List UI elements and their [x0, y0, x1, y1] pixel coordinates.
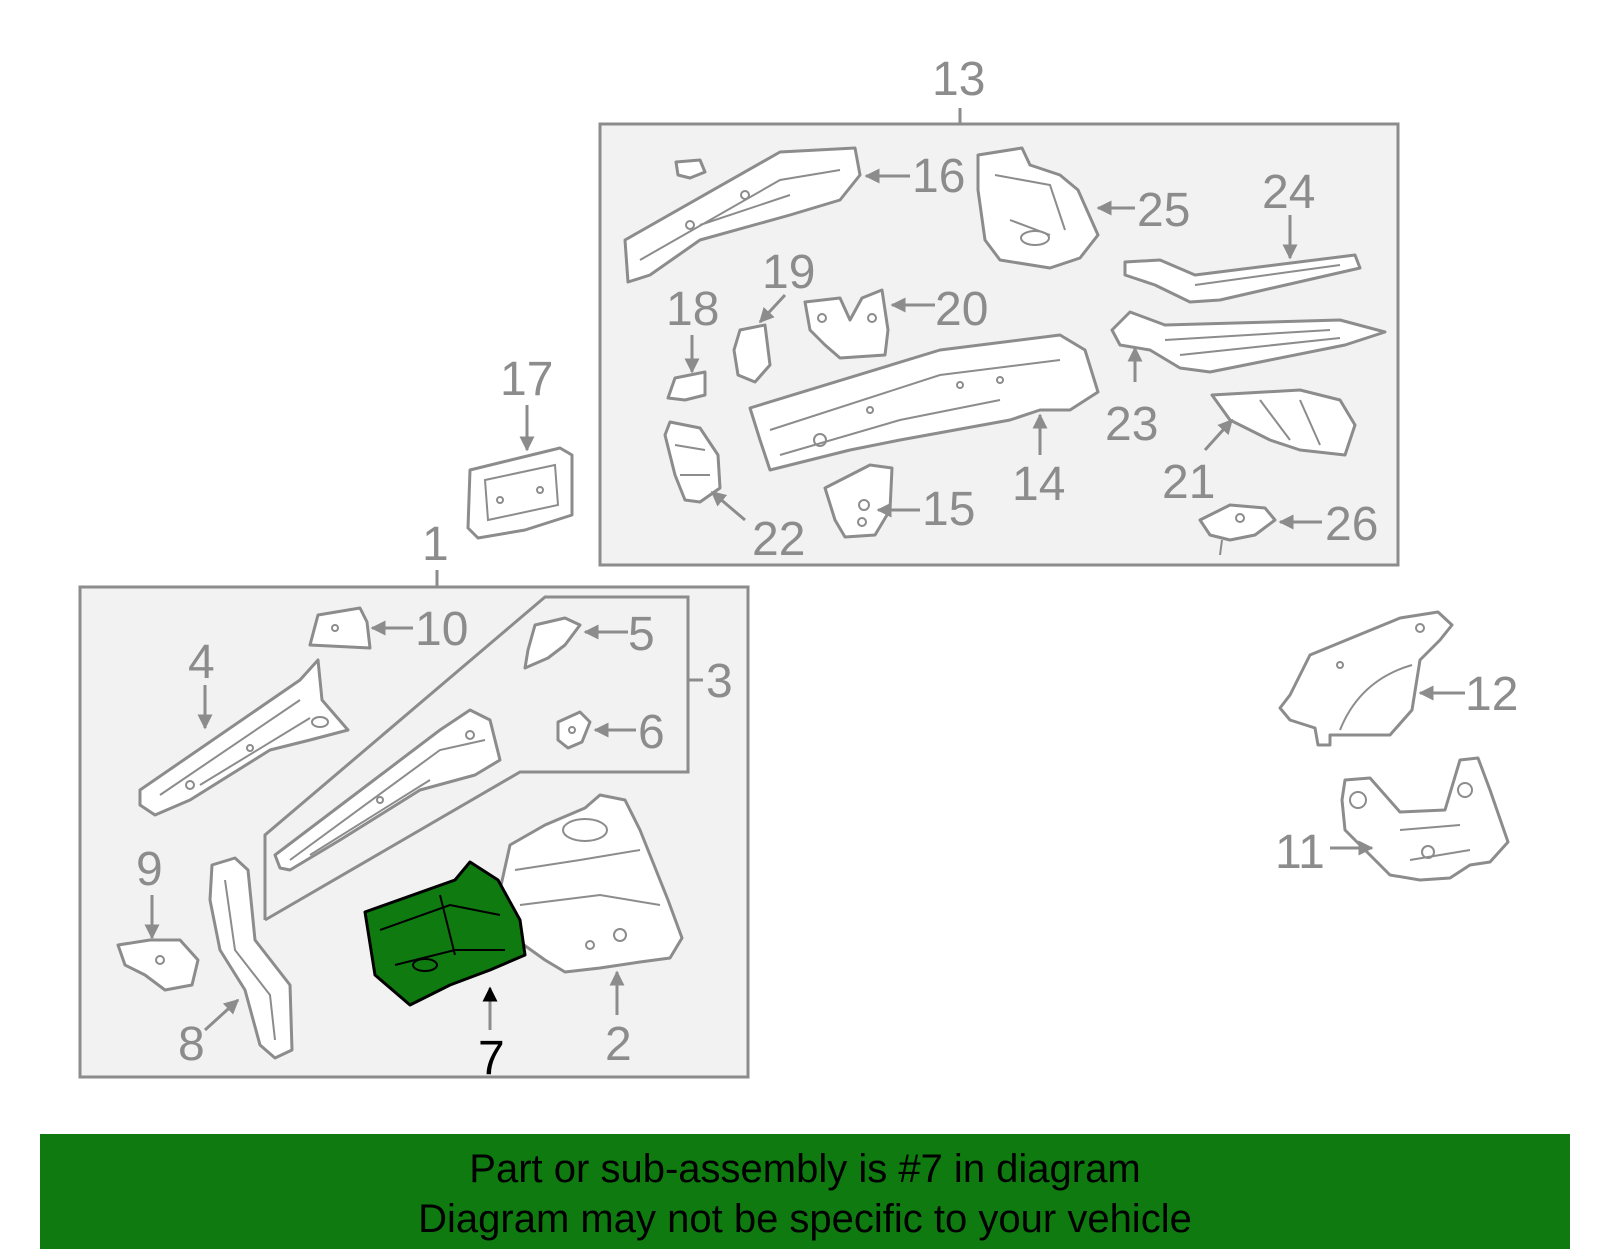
- callout-5: 5: [628, 608, 655, 661]
- part-15[interactable]: [823, 463, 894, 539]
- part-17[interactable]: [466, 446, 574, 540]
- part-2[interactable]: [498, 793, 684, 974]
- part-10[interactable]: [308, 606, 372, 650]
- callout-3: 3: [706, 655, 733, 708]
- part-4[interactable]: [138, 658, 350, 817]
- part-7-highlighted[interactable]: [363, 860, 527, 1007]
- part-6[interactable]: [556, 710, 592, 750]
- callout-11: 11: [1275, 826, 1325, 879]
- part-25[interactable]: [976, 146, 1100, 270]
- callout-12: 12: [1465, 668, 1518, 721]
- banner-line-1: Part or sub-assembly is #7 in diagram: [469, 1147, 1141, 1191]
- part-20[interactable]: [803, 288, 890, 360]
- callout-9: 9: [136, 843, 163, 896]
- callout-7: 7: [478, 1032, 505, 1085]
- part-3-member[interactable]: [273, 708, 502, 872]
- part-16[interactable]: [623, 146, 862, 284]
- callout-26: 26: [1325, 498, 1378, 551]
- callout-16: 16: [912, 150, 965, 203]
- callout-21: 21: [1162, 456, 1215, 509]
- callout-2: 2: [605, 1018, 632, 1071]
- callout-13: 13: [932, 53, 985, 106]
- part-8[interactable]: [208, 856, 294, 1060]
- callout-14: 14: [1012, 458, 1065, 511]
- banner-line-2: Diagram may not be specific to your vehi…: [418, 1197, 1192, 1241]
- callout-15: 15: [922, 483, 975, 536]
- part-11[interactable]: [1340, 756, 1510, 882]
- part-18[interactable]: [666, 370, 707, 402]
- callout-17: 17: [500, 353, 553, 406]
- part-26[interactable]: [1198, 503, 1277, 556]
- sub-box-3: [263, 595, 690, 922]
- part-19[interactable]: [732, 323, 772, 384]
- callout-10: 10: [415, 603, 468, 656]
- callout-25: 25: [1137, 184, 1190, 237]
- callout-4: 4: [188, 636, 215, 689]
- part-14[interactable]: [748, 333, 1100, 472]
- callout-8: 8: [178, 1018, 205, 1071]
- callout-1: 1: [422, 518, 449, 571]
- callout-19: 19: [762, 246, 815, 299]
- part-5[interactable]: [523, 616, 582, 670]
- callout-23: 23: [1105, 398, 1158, 451]
- callout-6: 6: [638, 706, 665, 759]
- callout-18: 18: [666, 283, 719, 336]
- part-9[interactable]: [116, 938, 200, 992]
- info-banner: Part or sub-assembly is #7 in diagram Di…: [40, 1134, 1570, 1249]
- callout-20: 20: [935, 283, 988, 336]
- part-12[interactable]: [1278, 610, 1454, 747]
- part-22[interactable]: [663, 420, 722, 504]
- part-24[interactable]: [1123, 253, 1362, 304]
- callout-24: 24: [1262, 166, 1315, 219]
- part-21[interactable]: [1210, 388, 1357, 457]
- callout-22: 22: [752, 513, 805, 566]
